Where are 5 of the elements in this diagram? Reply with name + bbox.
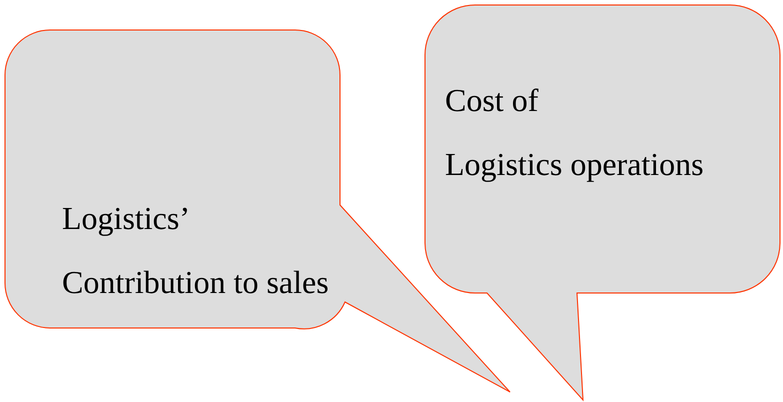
callout-text: Cost of bbox=[445, 81, 538, 120]
callout-text: Contribution to sales bbox=[62, 263, 329, 302]
speech-bubble bbox=[425, 5, 783, 402]
callout-text: Logistics’ bbox=[62, 199, 190, 238]
callout-text: Logistics operations bbox=[445, 145, 704, 184]
